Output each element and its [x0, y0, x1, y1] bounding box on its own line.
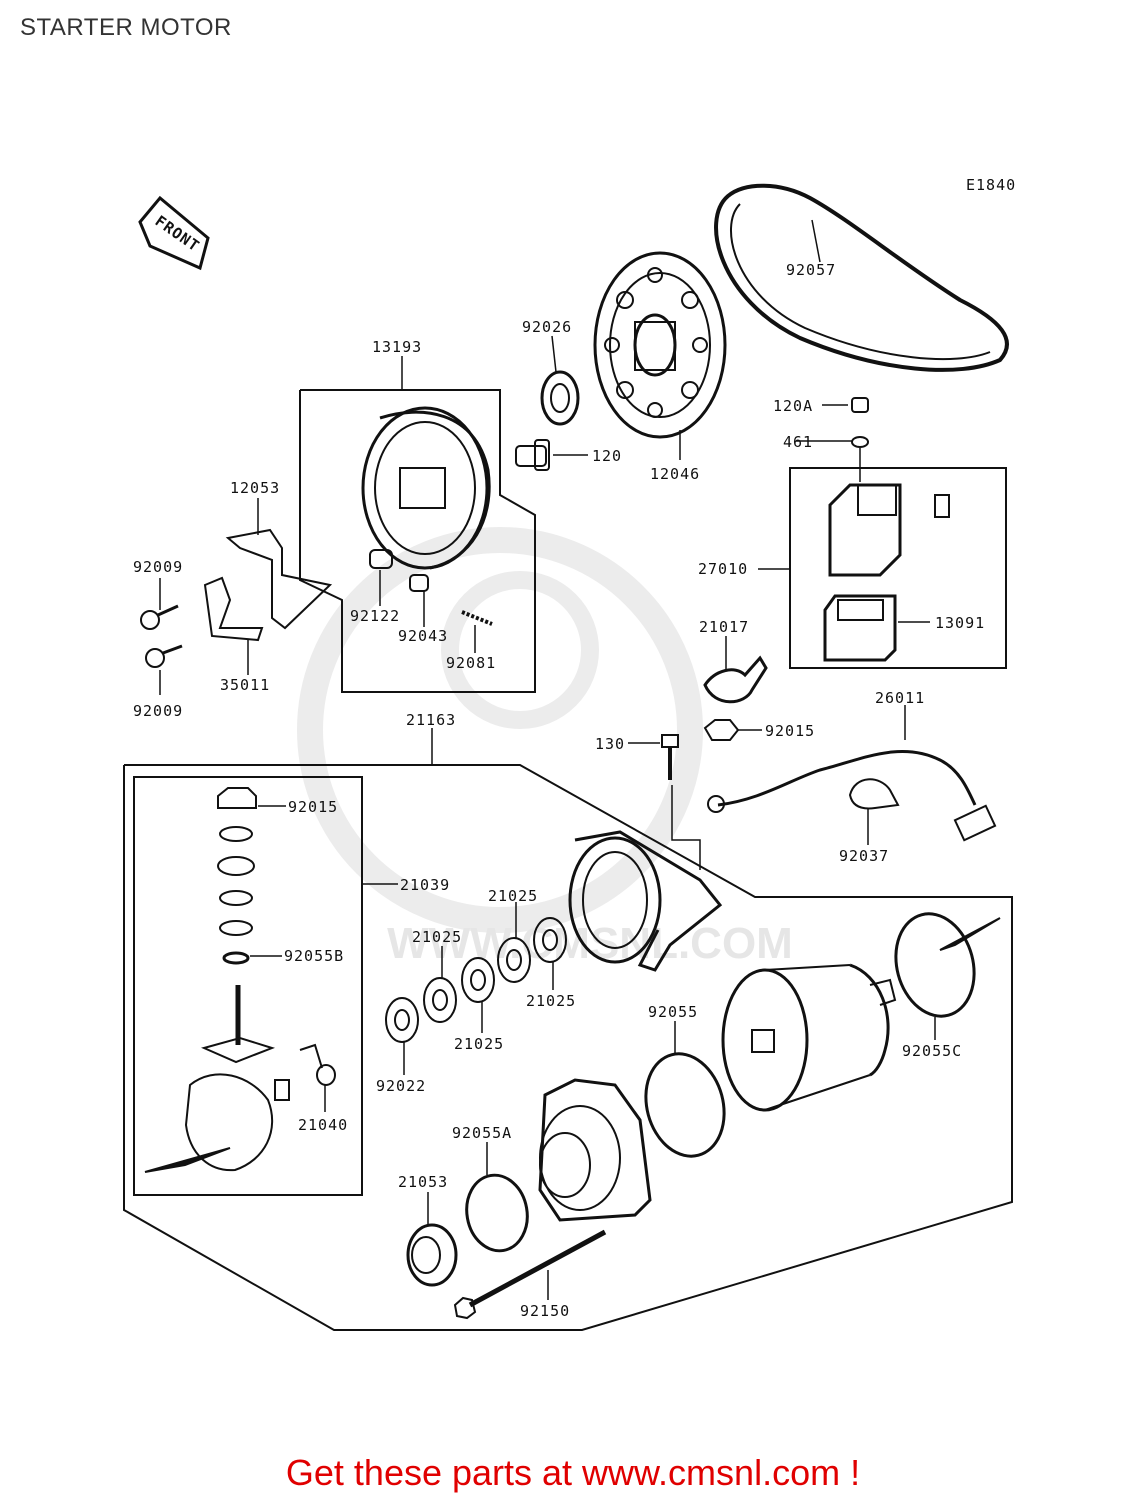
part-label-26011[interactable]: 26011 — [875, 689, 925, 707]
part-label-92009-upper[interactable]: 92009 — [133, 558, 183, 576]
part-label-92015-lower[interactable]: 92015 — [288, 798, 338, 816]
part-label-92015-upper[interactable]: 92015 — [765, 722, 815, 740]
part-label-21039[interactable]: 21039 — [400, 876, 450, 894]
part-label-21025-a[interactable]: 21025 — [488, 887, 538, 905]
part-label-92122[interactable]: 92122 — [350, 607, 400, 625]
part-label-21163[interactable]: 21163 — [406, 711, 456, 729]
part-label-21017[interactable]: 21017 — [699, 618, 749, 636]
terminal-stack-21039 — [184, 787, 276, 1172]
part-label-13091[interactable]: 13091 — [935, 614, 985, 632]
footer-shop-link[interactable]: Get these parts at www.cmsnl.com ! — [285, 1452, 861, 1493]
part-label-92037[interactable]: 92037 — [839, 847, 889, 865]
starter-clutch-13193 — [361, 406, 493, 626]
part-label-35011[interactable]: 35011 — [220, 676, 270, 694]
part-label-21025-b[interactable]: 21025 — [412, 928, 462, 946]
part-label-12053[interactable]: 12053 — [230, 479, 280, 497]
part-label-12046[interactable]: 12046 — [650, 465, 700, 483]
motor-front-cover — [538, 1078, 652, 1222]
part-label-92055A[interactable]: 92055A — [452, 1124, 512, 1142]
part-label-92009-lower[interactable]: 92009 — [133, 702, 183, 720]
drive-chain — [714, 183, 1009, 372]
part-label-92026[interactable]: 92026 — [522, 318, 572, 336]
part-label-21025-c[interactable]: 21025 — [526, 992, 576, 1010]
part-label-21025-d[interactable]: 21025 — [454, 1035, 504, 1053]
part-label-92055C[interactable]: 92055C — [902, 1042, 962, 1060]
part-label-27010[interactable]: 27010 — [698, 560, 748, 578]
bracket-12053 — [225, 528, 333, 630]
watermark-text: WWW.CMSNL.COM — [387, 919, 793, 968]
starter-relay-27010 — [828, 483, 950, 577]
page-title: STARTER MOTOR — [20, 14, 232, 41]
part-label-120[interactable]: 120 — [592, 447, 622, 465]
figure-code: E1840 — [966, 176, 1016, 194]
part-label-461[interactable]: 461 — [783, 433, 813, 451]
relay-holder-13091 — [823, 594, 897, 662]
front-arrow-icon — [138, 195, 210, 271]
starter-gear-12046 — [593, 251, 727, 439]
part-label-13193[interactable]: 13193 — [372, 338, 422, 356]
part-label-92057[interactable]: 92057 — [786, 261, 836, 279]
part-label-92055[interactable]: 92055 — [648, 1003, 698, 1021]
part-label-130[interactable]: 130 — [595, 735, 625, 753]
part-label-92022[interactable]: 92022 — [376, 1077, 426, 1095]
part-label-92055B[interactable]: 92055B — [284, 947, 344, 965]
starter-motor-body — [721, 963, 897, 1112]
part-label-21053[interactable]: 21053 — [398, 1173, 448, 1191]
part-label-92081[interactable]: 92081 — [446, 654, 496, 672]
lever-35011 — [203, 576, 264, 642]
motor-end-cover — [568, 830, 723, 972]
part-label-92043[interactable]: 92043 — [398, 627, 448, 645]
part-label-92150[interactable]: 92150 — [520, 1302, 570, 1320]
part-label-120A[interactable]: 120A — [773, 397, 813, 415]
watermark: WWW.CMSNL.COM — [297, 527, 793, 968]
part-label-21040[interactable]: 21040 — [298, 1116, 348, 1134]
